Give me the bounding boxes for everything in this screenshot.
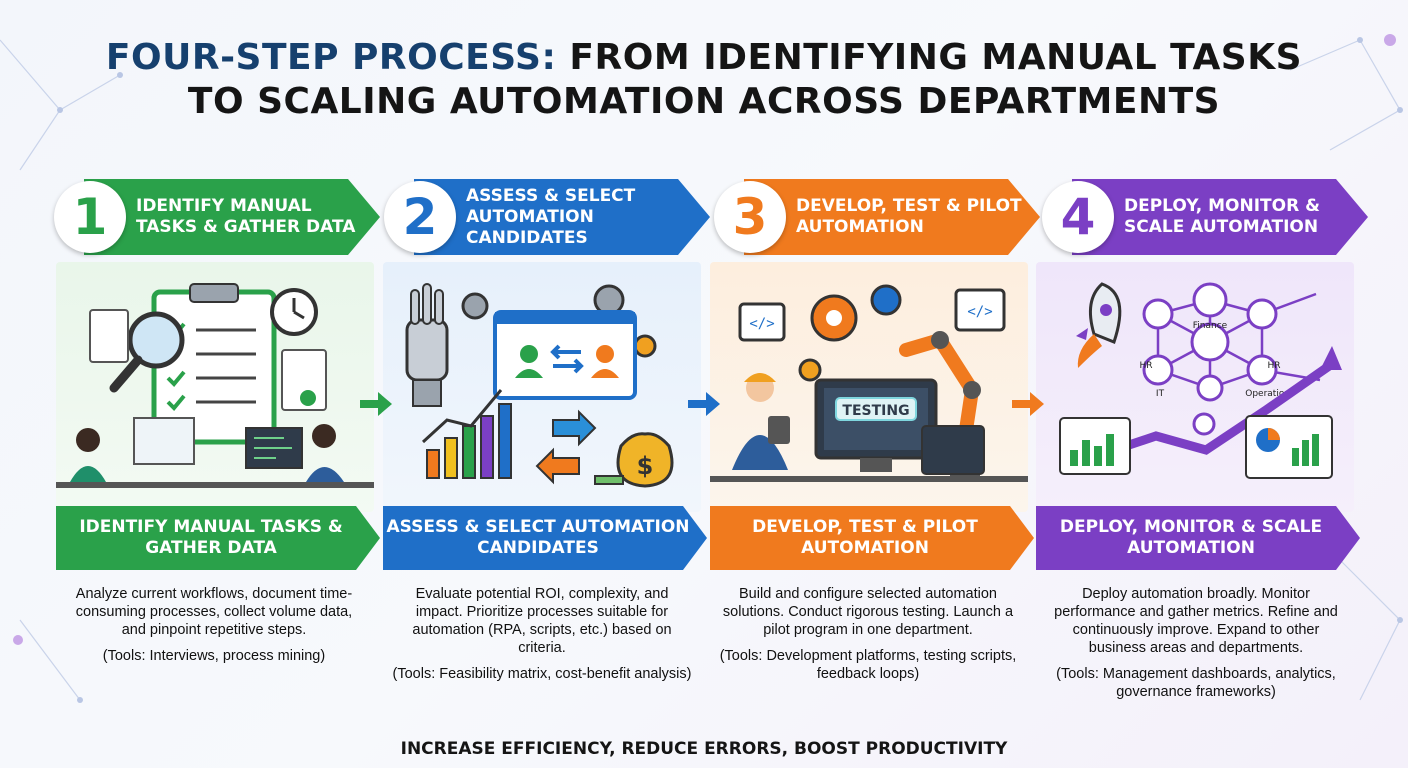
step-2-illustration: $ <box>405 283 674 488</box>
hr-label-left: HR <box>1139 361 1152 371</box>
step-3-lower-title: DEVELOP, TEST & PILOT AUTOMATION <box>752 517 978 558</box>
step-2-description: Evaluate potential ROI, complexity, and … <box>392 585 692 683</box>
hr-label-right: HR <box>1267 361 1280 371</box>
code-icon <box>738 302 786 342</box>
step-3-banner-title: DEVELOP, TEST & PILOT AUTOMATION <box>796 196 1022 237</box>
step-1-description-text: Analyze current workflows, document time… <box>75 586 353 638</box>
step-4-banner-title: DEPLOY, MONITOR & SCALE AUTOMATION <box>1124 196 1320 237</box>
gear-icon <box>633 334 657 358</box>
step-2-banner-title: ASSESS & SELECT AUTOMATION CANDIDATES <box>466 185 636 248</box>
robot-hand-icon <box>405 283 449 407</box>
gear-icon <box>593 284 625 316</box>
step-1-banner-title: IDENTIFY MANUAL TASKS & GATHER DATA <box>136 196 356 237</box>
step-4-number: 4 <box>1042 181 1114 253</box>
step-1-illustration <box>56 283 374 488</box>
arrow-2-to-3 <box>688 392 720 416</box>
currency-symbol: $ <box>637 452 654 480</box>
rocket-icon <box>1076 282 1122 368</box>
step-2-lower-banner: ASSESS & SELECT AUTOMATION CANDIDATES <box>383 506 709 570</box>
step-4-banner: 4 DEPLOY, MONITOR & SCALE AUTOMATION <box>1036 175 1371 259</box>
step-4-lower-banner: DEPLOY, MONITOR & SCALE AUTOMATION <box>1036 506 1362 570</box>
title-line2: TO SCALING AUTOMATION ACROSS DEPARTMENTS <box>187 81 1221 122</box>
step-2-description-text: Evaluate potential ROI, complexity, and … <box>412 586 672 656</box>
step-2-number: 2 <box>384 181 456 253</box>
step-3-number: 3 <box>714 181 786 253</box>
step-2-banner: 2 ASSESS & SELECT AUTOMATION CANDIDATES <box>378 175 713 259</box>
svg-text:</>: </> <box>967 304 992 320</box>
step-1-tools: (Tools: Interviews, process mining) <box>102 648 326 664</box>
svg-text:</>: </> <box>749 316 774 332</box>
testing-label: TESTING <box>842 403 909 419</box>
step-1-description: Analyze current workflows, document time… <box>64 585 364 665</box>
step-3-banner: 3 DEVELOP, TEST & PILOT AUTOMATION <box>708 175 1043 259</box>
magnifier-icon <box>109 311 185 393</box>
step-4-illustration: Finance HR HR IT Operations <box>1059 282 1342 479</box>
step-1-number: 1 <box>54 181 126 253</box>
footer-tagline: INCREASE EFFICIENCY, REDUCE ERRORS, BOOS… <box>400 739 1008 759</box>
step-4-description-text: Deploy automation broadly. Monitor perfo… <box>1054 586 1338 656</box>
arrow-3-to-4 <box>1012 392 1044 416</box>
step-2-lower-title: ASSESS & SELECT AUTOMATION CANDIDATES <box>386 517 690 558</box>
step-4-description: Deploy automation broadly. Monitor perfo… <box>1046 585 1346 701</box>
arrow-1-to-2 <box>360 392 392 416</box>
operations-label: Operations <box>1245 389 1295 399</box>
gear-icon <box>1192 412 1216 436</box>
finance-label: Finance <box>1193 321 1228 331</box>
step-4-tools: (Tools: Management dashboards, analytics… <box>1056 666 1336 700</box>
step-1-lower-title: IDENTIFY MANUAL TASKS & GATHER DATA <box>79 517 343 558</box>
money-bag-icon: $ <box>616 432 674 488</box>
gear-icon <box>870 284 902 316</box>
page-title: FOUR-STEP PROCESS: FROM IDENTIFYING MANU… <box>0 36 1408 124</box>
title-line1: FROM IDENTIFYING MANUAL TASKS <box>569 37 1303 78</box>
it-label: IT <box>1156 389 1165 399</box>
step-1-lower-banner: IDENTIFY MANUAL TASKS & GATHER DATA <box>56 506 382 570</box>
gear-icon <box>461 292 489 320</box>
step-3-description-text: Build and configure selected automation … <box>722 586 1014 638</box>
gear-icon <box>798 358 822 382</box>
step-3-tools: (Tools: Development platforms, testing s… <box>719 648 1017 682</box>
title-accent: FOUR-STEP PROCESS: <box>105 37 557 78</box>
network-icon <box>1156 292 1321 390</box>
clock-icon <box>270 288 318 336</box>
step-3-lower-banner: DEVELOP, TEST & PILOT AUTOMATION <box>710 506 1036 570</box>
step-1-banner: 1 IDENTIFY MANUAL TASKS & GATHER DATA <box>48 175 383 259</box>
step-3-illustration: </> </> TESTING <box>710 284 1028 482</box>
code-icon <box>954 288 1006 332</box>
step-2-tools: (Tools: Feasibility matrix, cost-benefit… <box>392 666 692 682</box>
step-3-description: Build and configure selected automation … <box>718 585 1018 683</box>
step-4-lower-title: DEPLOY, MONITOR & SCALE AUTOMATION <box>1059 517 1323 558</box>
